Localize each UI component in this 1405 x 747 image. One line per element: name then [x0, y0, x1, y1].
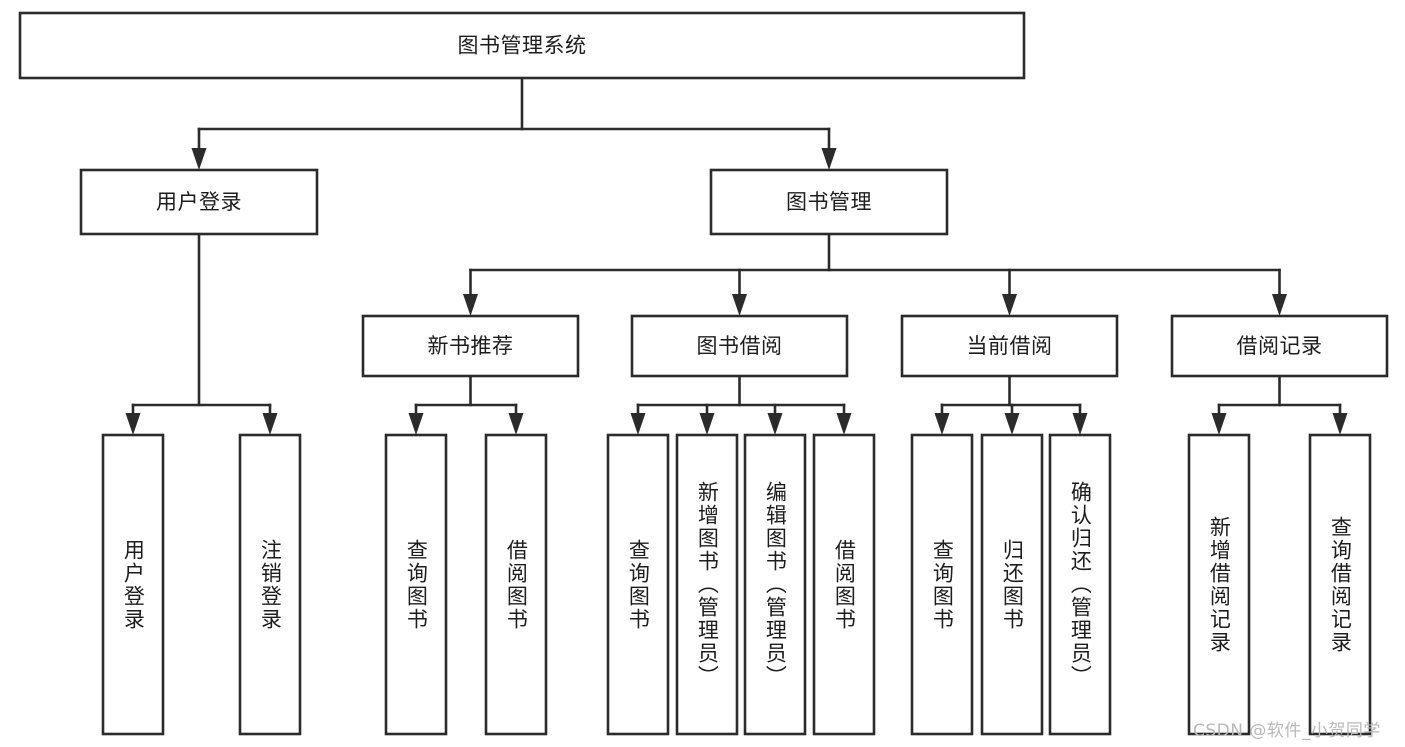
arrow-head-icon-level2-1 [821, 148, 837, 170]
csdn-watermark: CSDN @软件_小贺同学 [1193, 721, 1381, 741]
arrow-head-icon-leaf-3-2 [1072, 413, 1088, 435]
arrow-head-icon-leaf-2-1 [699, 413, 715, 435]
node-label-level3-3: 借阅记录 [1237, 334, 1323, 358]
arrow-head-icon-level3-0 [463, 294, 478, 316]
node-level2-图书管理[interactable] [709, 168, 949, 236]
node-label-root: 图书管理系统 [458, 34, 587, 58]
node-leaf-新增借阅记录-11[interactable] [1187, 433, 1251, 736]
arrow-head-icon-leaf-0-1 [262, 413, 278, 435]
node-label-level3-0: 新书推荐 [428, 334, 514, 358]
arrow-head-icon-leaf-4-1 [1332, 413, 1348, 435]
arrow-head-icon-leaf-4-0 [1211, 413, 1227, 435]
arrow-head-icon-level3-3 [1272, 294, 1287, 316]
node-level3-借阅记录[interactable] [1170, 314, 1389, 378]
arrow-head-icon-level3-1 [732, 294, 747, 316]
node-leaf-注销登录-1[interactable] [238, 433, 302, 736]
node-root-图书管理系统[interactable] [18, 11, 1026, 80]
arrow-head-icon-leaf-2-2 [767, 413, 783, 435]
node-leaf-编辑图书管理员-6[interactable] [743, 433, 807, 736]
node-leaf-用户登录-0[interactable] [101, 433, 165, 736]
node-box-layer [18, 11, 1389, 736]
node-leaf-归还图书-9[interactable] [980, 433, 1044, 736]
node-level3-当前借阅[interactable] [900, 314, 1119, 378]
arrow-head-icon-level2-0 [191, 148, 207, 170]
arrow-head-icon-leaf-1-0 [408, 413, 424, 435]
arrow-head-icon-leaf-2-0 [630, 413, 646, 435]
node-leaf-借阅图书-3[interactable] [484, 433, 548, 736]
arrow-head-icon-leaf-0-0 [125, 413, 141, 435]
connector-layer [125, 76, 1348, 435]
arrow-head-icon-leaf-1-1 [508, 413, 524, 435]
node-leaf-查询图书-4[interactable] [606, 433, 670, 736]
node-leaf-查询图书-8[interactable] [910, 433, 974, 736]
arrow-head-icon-leaf-3-1 [1004, 413, 1020, 435]
node-label-level3-2: 当前借阅 [967, 334, 1053, 358]
arrow-head-icon-leaf-3-0 [934, 413, 950, 435]
node-leaf-新增图书管理员-5[interactable] [675, 433, 739, 736]
node-leaf-借阅图书-7[interactable] [812, 433, 876, 736]
node-leaf-确认归还管理员-10[interactable] [1048, 433, 1112, 736]
node-label-level2-0: 用户登录 [156, 190, 242, 214]
arrow-head-icon-leaf-2-3 [836, 413, 852, 435]
node-label-level3-1: 图书借阅 [697, 334, 783, 358]
node-leaf-查询借阅记录-12[interactable] [1308, 433, 1372, 736]
node-level2-用户登录[interactable] [79, 168, 319, 236]
arrow-head-icon-level3-2 [1002, 294, 1017, 316]
node-level3-新书推荐[interactable] [361, 314, 580, 378]
node-leaf-查询图书-2[interactable] [384, 433, 448, 736]
node-level3-图书借阅[interactable] [630, 314, 849, 378]
node-label-level2-1: 图书管理 [786, 190, 872, 214]
